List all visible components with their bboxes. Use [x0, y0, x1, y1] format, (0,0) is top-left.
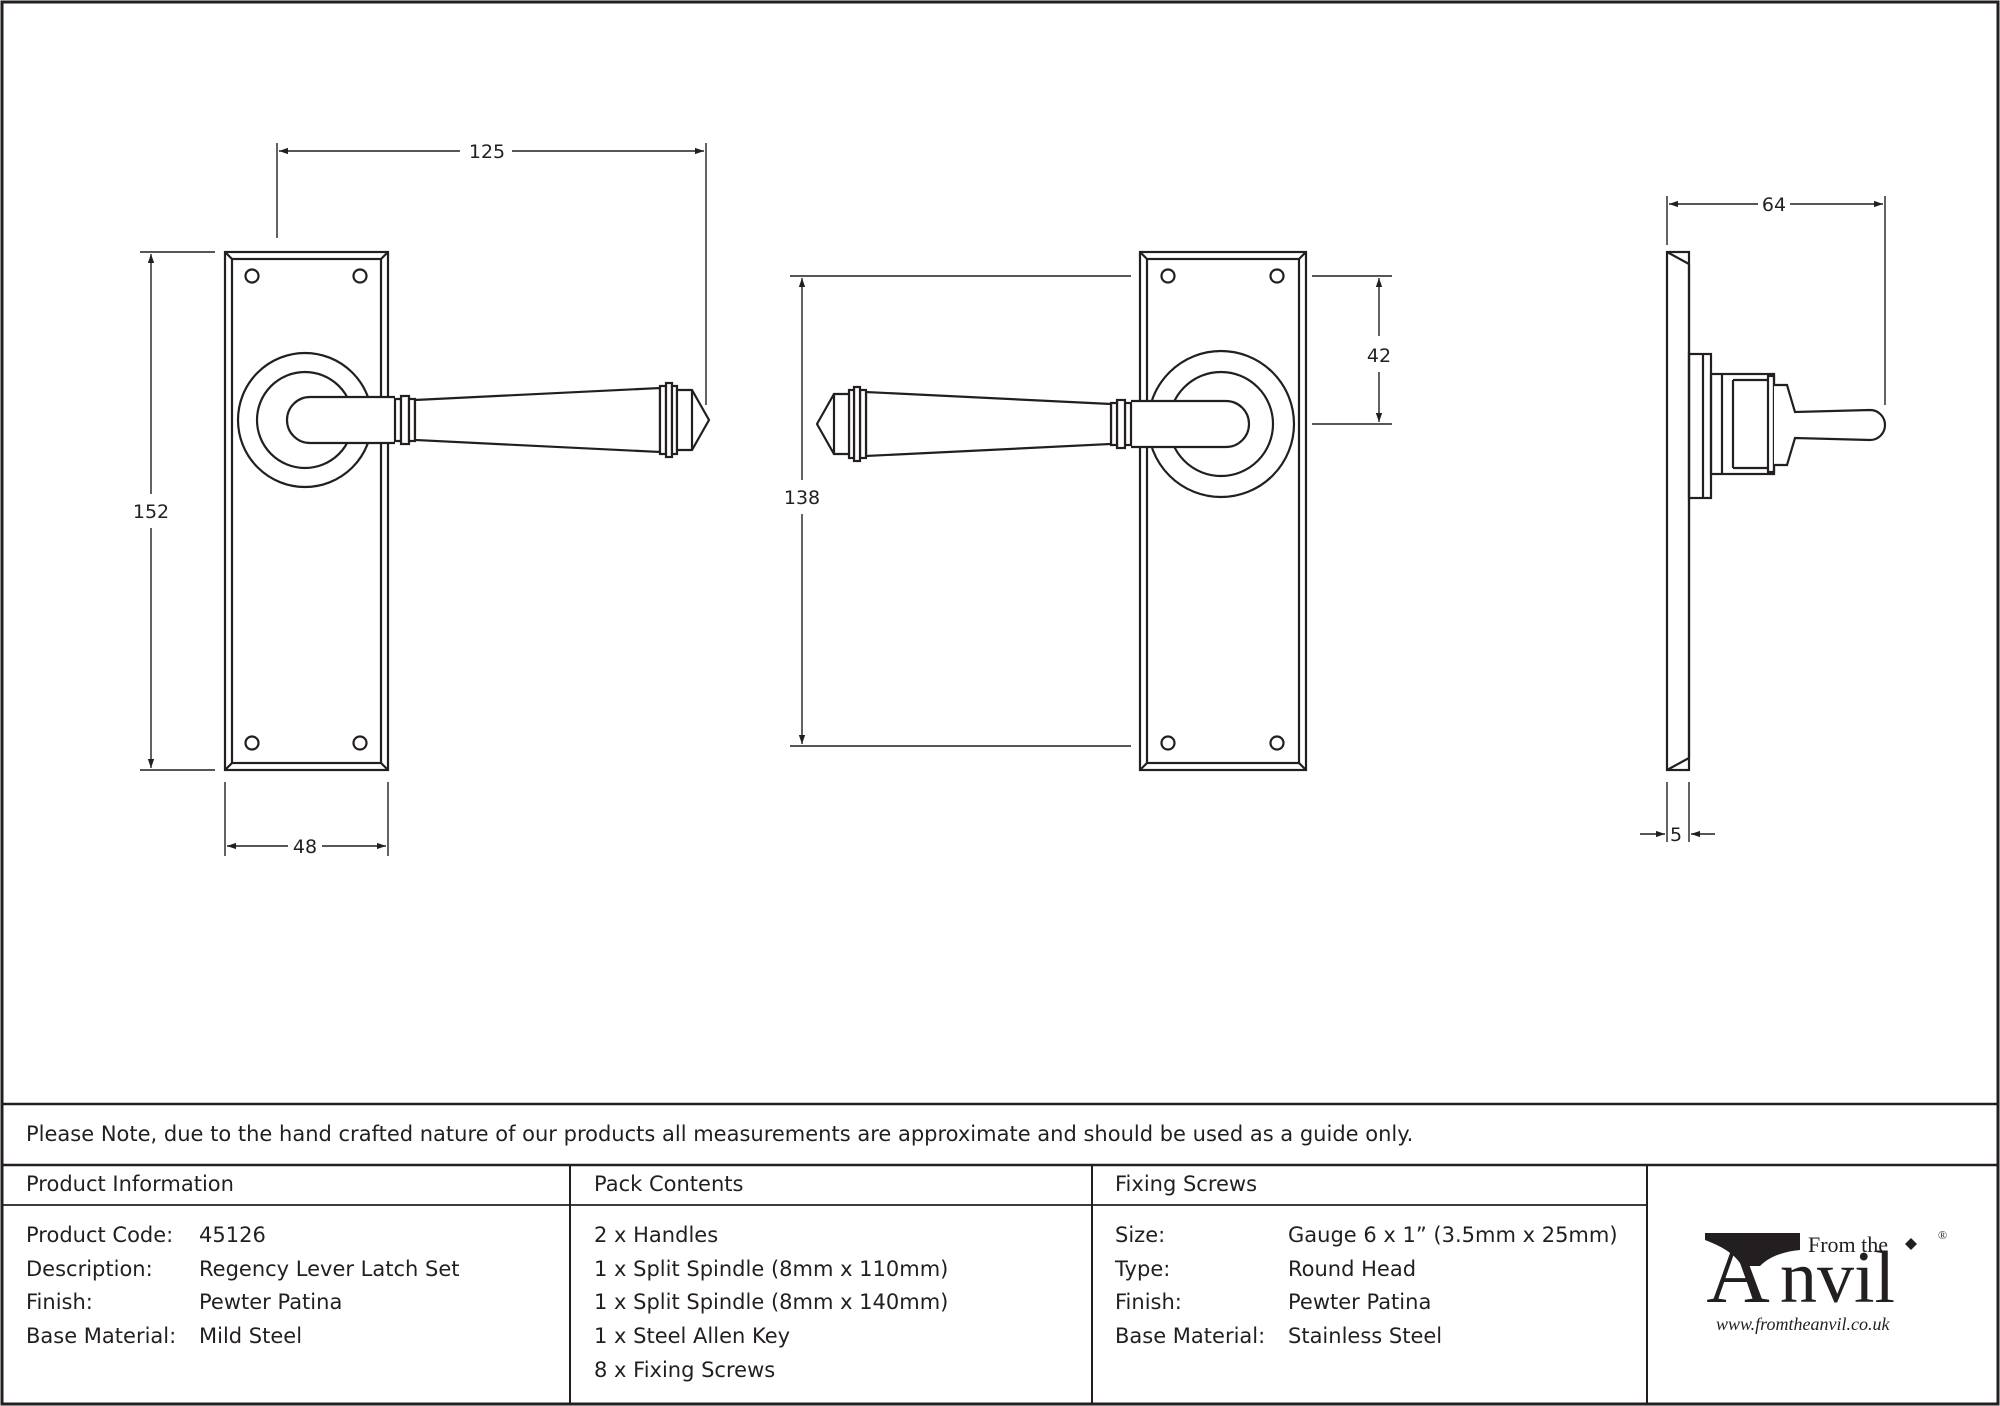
- logo-brand-nvil: nvil: [1780, 1237, 1895, 1319]
- rear-dimension-lines: [790, 275, 1392, 747]
- dimension-label-42: 42: [1367, 345, 1391, 367]
- product-code-label: Product Code:: [26, 1223, 174, 1247]
- dimension-label-138: 138: [784, 487, 820, 509]
- base-material-label: Base Material:: [26, 1324, 177, 1348]
- anvil-icon: [1705, 1233, 1800, 1266]
- front-screw-holes: [244, 268, 368, 751]
- finish-label: Finish:: [26, 1290, 93, 1314]
- screw-material-label: Base Material:: [1115, 1324, 1266, 1348]
- base-material-value: Mild Steel: [199, 1324, 303, 1348]
- rear-screw-holes: [1160, 268, 1285, 751]
- side-backplate: [1665, 250, 1691, 772]
- logo-registered-mark: ®: [1938, 1228, 1948, 1242]
- logo-website-url: www.fromtheanvil.co.uk: [1716, 1314, 1890, 1334]
- front-view: [223, 250, 711, 772]
- rear-view: [815, 250, 1308, 772]
- logo-diamond-icon: [1905, 1238, 1917, 1250]
- pack-contents-heading: Pack Contents: [594, 1172, 744, 1196]
- front-lever-handle: [285, 381, 711, 459]
- rear-lever-handle: [815, 385, 1251, 463]
- screw-finish-label: Finish:: [1115, 1290, 1182, 1314]
- pack-contents-item: 2 x Handles: [594, 1223, 719, 1247]
- dimension-label-48: 48: [293, 836, 317, 858]
- screw-type-value: Round Head: [1288, 1257, 1417, 1281]
- info-table-grid: [2, 1102, 1998, 1404]
- side-dimension-lines: [1640, 196, 1886, 842]
- screw-material-value: Stainless Steel: [1288, 1324, 1443, 1348]
- screw-finish-value: Pewter Patina: [1288, 1290, 1432, 1314]
- side-lever-neck: [1709, 372, 1776, 476]
- side-rose: [1687, 352, 1713, 500]
- rear-backplate: [1138, 250, 1308, 772]
- side-lever-tip: [1774, 383, 1887, 467]
- finish-value: Pewter Patina: [199, 1290, 343, 1314]
- pack-contents-item: 1 x Split Spindle (8mm x 140mm): [594, 1290, 949, 1314]
- front-dimension-lines: [140, 143, 707, 856]
- fixing-screws-heading: Fixing Screws: [1115, 1172, 1258, 1196]
- pack-contents-item: 8 x Fixing Screws: [594, 1358, 776, 1382]
- screw-size-value: Gauge 6 x 1” (3.5mm x 25mm): [1288, 1223, 1618, 1247]
- logo-a-glyph: A: [1706, 1225, 1770, 1322]
- measurement-note: Please Note, due to the hand crafted nat…: [26, 1122, 1414, 1146]
- front-backplate: [223, 250, 390, 772]
- screw-type-label: Type:: [1115, 1257, 1171, 1281]
- pack-contents-item: 1 x Split Spindle (8mm x 110mm): [594, 1257, 949, 1281]
- dimension-label-64: 64: [1762, 194, 1786, 216]
- product-code-value: 45126: [199, 1223, 266, 1247]
- from-the-anvil-logo: A nvil: [1705, 1225, 1917, 1322]
- dimension-label-152: 152: [133, 501, 169, 523]
- description-label: Description:: [26, 1257, 153, 1281]
- product-information-heading: Product Information: [26, 1172, 234, 1196]
- side-view: [1665, 250, 1887, 772]
- dimension-label-5: 5: [1670, 824, 1682, 846]
- screw-size-label: Size:: [1115, 1223, 1166, 1247]
- dimension-label-125: 125: [469, 141, 505, 163]
- pack-contents-item: 1 x Steel Allen Key: [594, 1324, 791, 1348]
- logo-from-the: From the: [1808, 1232, 1889, 1257]
- description-value: Regency Lever Latch Set: [199, 1257, 460, 1281]
